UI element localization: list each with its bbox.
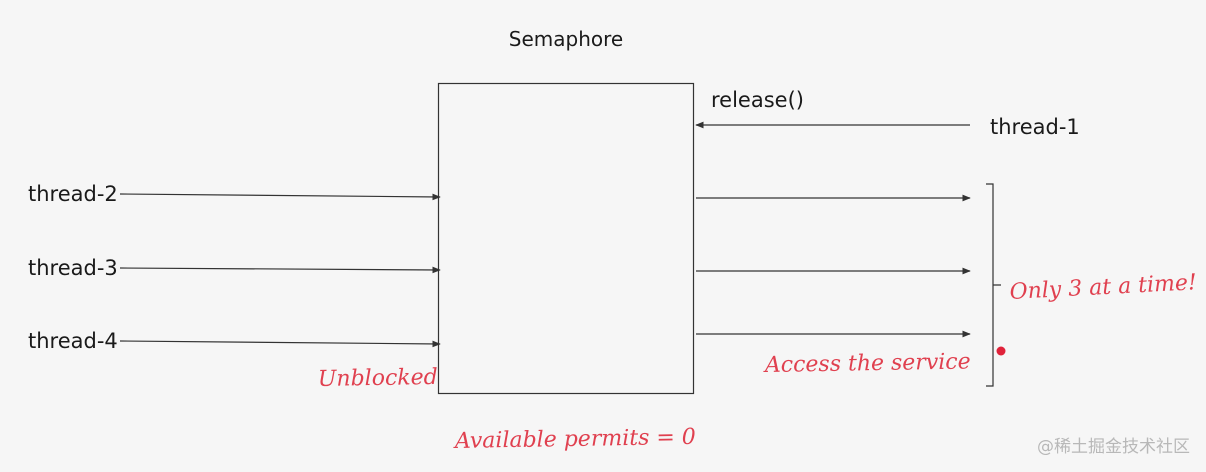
- only-three-note: Only 3 at a time!: [1009, 270, 1197, 305]
- thread-3-arrow: [119, 266, 441, 274]
- thread-4-label: thread-4: [28, 329, 118, 353]
- semaphore-box: [437, 82, 695, 395]
- thread-1-label: thread-1: [990, 115, 1080, 139]
- semaphore-title: Semaphore: [509, 27, 623, 51]
- access-service-note: Access the service: [763, 349, 971, 378]
- permits-note: Available permits = 0: [453, 425, 696, 454]
- release-label: release(): [711, 88, 804, 112]
- pointer-dot: [996, 346, 1006, 356]
- thread-4-arrow: [119, 340, 441, 348]
- watermark: @稀土掘金技术社区: [1037, 437, 1190, 457]
- group-bracket: [986, 183, 1001, 387]
- unblocked-note: Unblocked: [318, 365, 438, 392]
- thread-2-arrow: [119, 193, 441, 201]
- thread-2-label: thread-2: [28, 182, 118, 206]
- thread-3-label: thread-3: [28, 256, 118, 280]
